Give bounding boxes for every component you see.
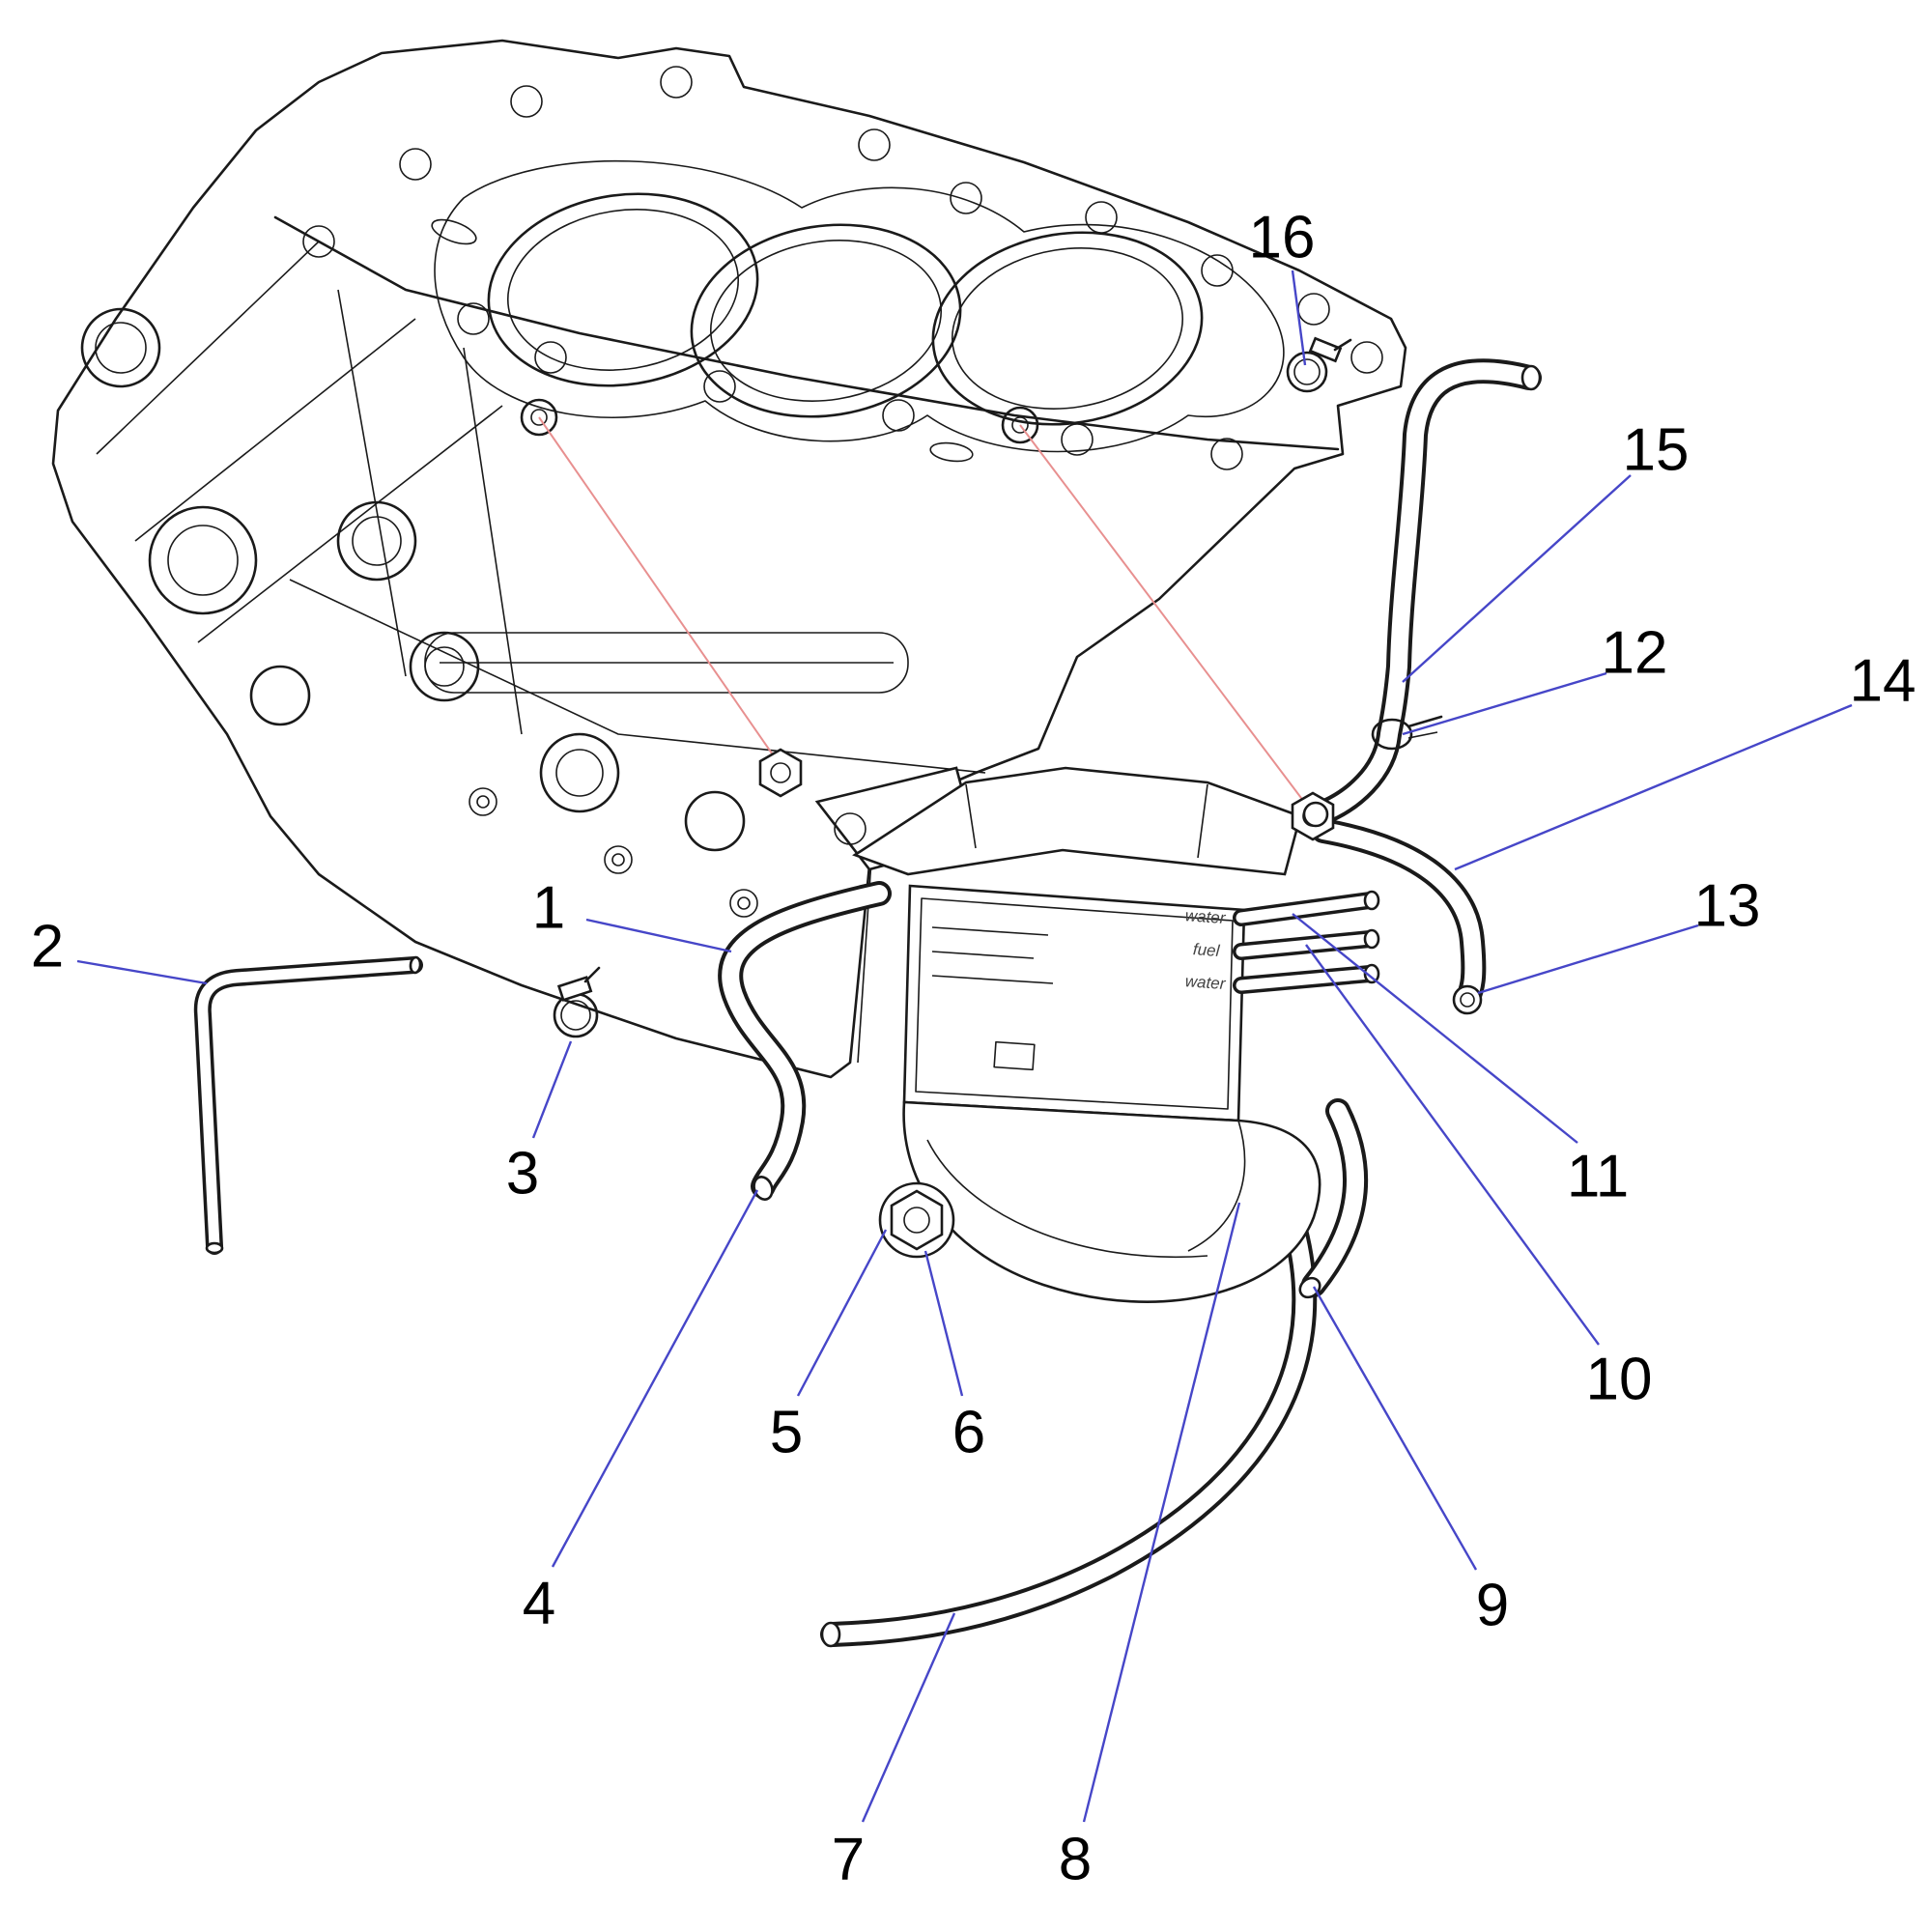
- callout-label-8: 8: [1059, 1827, 1092, 1893]
- leader-line-12: [1402, 671, 1607, 736]
- fuel-pump-assembly-drawing: water fuel water: [758, 748, 1380, 1303]
- leader-line-8: [1082, 1202, 1241, 1823]
- pump-lower-bolt: [878, 1181, 955, 1259]
- hose-clamp-16: [1286, 336, 1352, 393]
- leader-line-9: [1312, 1286, 1478, 1571]
- pump-top-fitting: [1302, 801, 1329, 828]
- cylinder-bores: [487, 192, 1204, 426]
- callout-label-4: 4: [523, 1571, 555, 1637]
- leader-line-10: [1305, 944, 1600, 1346]
- callout-label-5: 5: [770, 1400, 803, 1466]
- callout-label-10: 10: [1586, 1347, 1653, 1413]
- callout-label-14: 14: [1850, 648, 1917, 715]
- port-label-water-bottom: water: [1184, 972, 1227, 993]
- pump-mount-bolt-left: [758, 748, 803, 798]
- hoses-drawing: [718, 358, 1542, 1648]
- port-label-fuel: fuel: [1192, 940, 1221, 960]
- callout-label-6: 6: [952, 1400, 985, 1466]
- port-opening: [1363, 928, 1380, 950]
- callout-label-16: 16: [1249, 205, 1316, 271]
- leader-line-1: [585, 918, 732, 953]
- leader-line-13: [1477, 923, 1699, 995]
- callout-label-9: 9: [1476, 1573, 1509, 1639]
- leader-line-4: [551, 1189, 759, 1568]
- leader-line-2: [76, 959, 208, 985]
- callout-label-13: 13: [1694, 873, 1761, 940]
- leader-line-7: [861, 1612, 956, 1823]
- leader-line-6: [923, 1250, 964, 1397]
- hose-upper: [1306, 358, 1542, 827]
- callout-label-2: 2: [31, 914, 64, 980]
- leader-line-11: [1292, 913, 1578, 1144]
- allen-key-drawing: [193, 955, 423, 1255]
- hose-long-lower: [820, 1214, 1318, 1648]
- callout-label-12: 12: [1602, 620, 1668, 687]
- engine-block-drawing: [51, 39, 1407, 1079]
- hose-lower-right: [1298, 1098, 1368, 1299]
- callout-label-3: 3: [506, 1141, 539, 1208]
- callout-label-1: 1: [532, 875, 565, 942]
- port-label-water-top: water: [1184, 906, 1227, 927]
- hose-end-opening: [1520, 364, 1542, 391]
- hose-clamp-12: [1371, 715, 1443, 751]
- leader-line-15: [1402, 474, 1632, 683]
- red-reference-line-2: [1019, 424, 1311, 810]
- hose-fitting: [1452, 984, 1483, 1015]
- hose-end-opening: [753, 1176, 774, 1201]
- block-left-face: [80, 241, 746, 852]
- leader-line-3: [531, 1040, 573, 1139]
- hose-end-opening: [820, 1621, 841, 1648]
- block-mount-bosses: [520, 398, 1039, 444]
- port-opening: [1363, 963, 1380, 984]
- hose-clamp-3: [553, 966, 601, 1038]
- pump-ports: [1233, 890, 1380, 994]
- leader-line-16: [1291, 270, 1307, 366]
- callout-label-11: 11: [1567, 1144, 1629, 1210]
- pump-lower-body: [902, 1100, 1321, 1303]
- callout-label-15: 15: [1623, 417, 1690, 484]
- leader-line-14: [1454, 703, 1853, 871]
- hose-right: [1311, 818, 1487, 1015]
- red-reference-lines: [538, 416, 1311, 810]
- hose-end-opening: [1298, 1276, 1321, 1299]
- hose-left-water: [718, 881, 892, 1201]
- callout-label-7: 7: [832, 1827, 865, 1893]
- deck-bolt-holes: [302, 66, 1383, 470]
- leader-line-5: [796, 1229, 888, 1397]
- port-opening: [1363, 890, 1380, 911]
- red-reference-line-1: [538, 416, 780, 764]
